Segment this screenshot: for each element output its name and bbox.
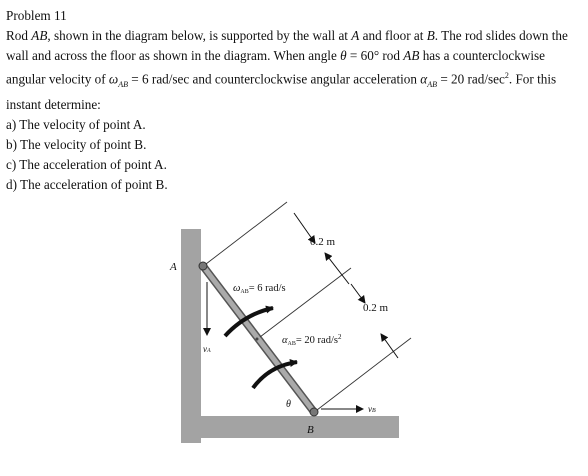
dim-bottom-label: 0.2 m [363, 302, 389, 314]
question-a: a) The velocity of point A. [6, 117, 146, 133]
point-b-label: B [307, 424, 314, 436]
question-c: c) The acceleration of point A. [6, 157, 167, 173]
dim-arrow-top-1 [293, 212, 316, 244]
problem-statement: Rod AB, shown in the diagram below, is s… [6, 28, 568, 113]
rod-midpoint [255, 337, 259, 341]
point-a-label: A [169, 261, 177, 273]
wall [181, 229, 201, 443]
vb-label: vB [368, 404, 376, 414]
omega-arrow-icon [223, 305, 274, 338]
question-d: d) The acceleration of point B. [6, 177, 168, 193]
dim-arrow-top-2 [324, 252, 350, 285]
dim-arrow-bottom-1 [350, 283, 366, 304]
extension-line-b [316, 337, 412, 411]
point-b-pin [309, 407, 319, 417]
question-b: b) The velocity of point B. [6, 137, 147, 153]
alpha-label: αAB= 20 rad/s2 [282, 333, 342, 347]
problem-text: Problem 11 Rod AB, shown in the diagram … [6, 6, 582, 195]
problem-title: Problem 11 [6, 8, 67, 23]
dim-arrow-bottom-2 [380, 333, 399, 359]
extension-line-mid [259, 267, 352, 338]
extension-line-a [205, 201, 288, 265]
rod-ab [198, 261, 319, 417]
va-label: vA [203, 344, 211, 354]
floor [181, 416, 399, 438]
point-a-pin [198, 261, 208, 271]
omega-label: ωAB= 6 rad/s [233, 283, 286, 295]
dim-top-label: 0.2 m [310, 236, 336, 248]
theta-label: θ [286, 399, 291, 410]
rod-diagram: 0.2 m 0.2 m vA vB ωAB= 6 rad/s αAB= 20 r… [169, 201, 412, 443]
alpha-arrow-icon [251, 359, 298, 390]
